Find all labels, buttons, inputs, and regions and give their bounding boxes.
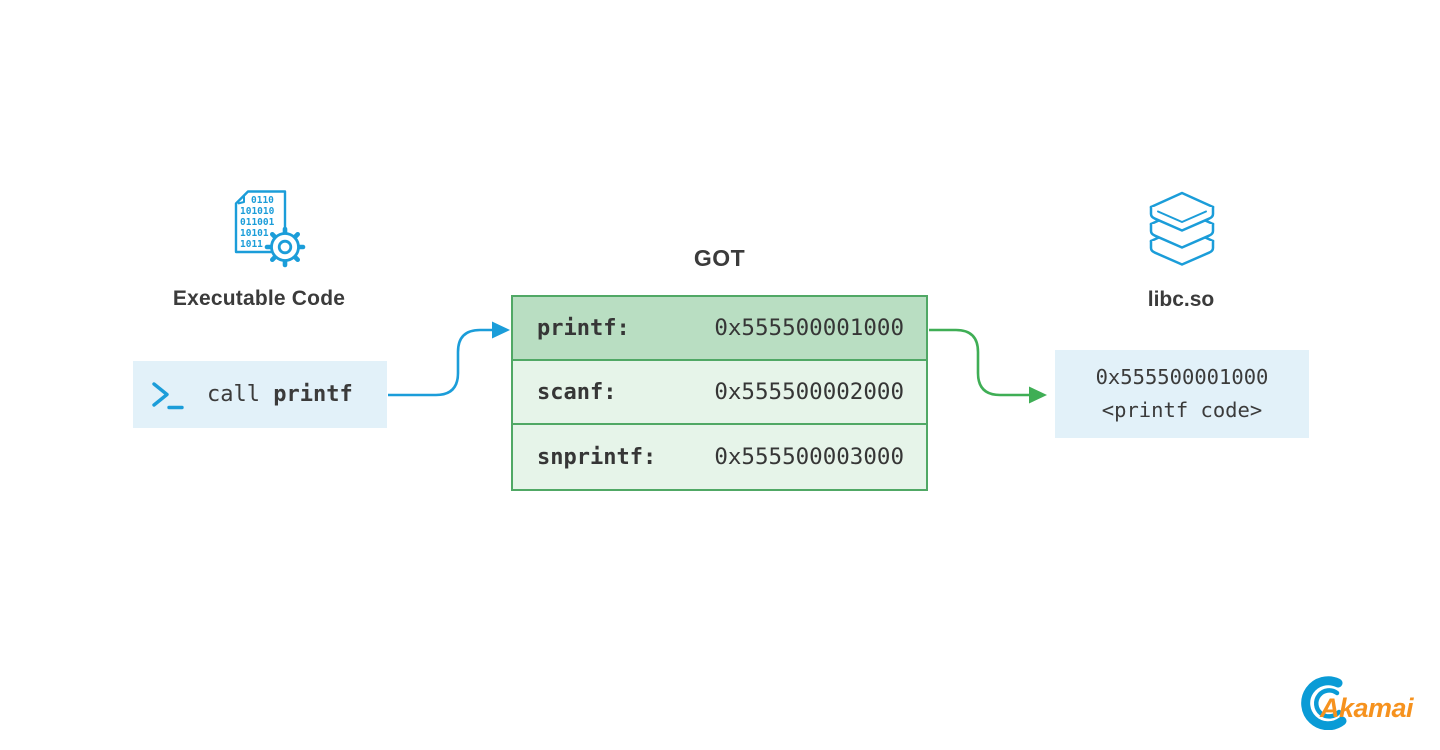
got-entry-address: 0x555500003000 [714,444,904,470]
executable-code-label: Executable Code [172,287,346,310]
binary-line: 1011 [240,239,263,250]
binary-line: 10101 [240,228,269,239]
got-entry-name: scanf: [537,379,617,405]
got-row-scanf: scanf: 0x555500002000 [513,361,926,425]
got-table: printf: 0x555500001000 scanf: 0x55550000… [511,295,928,491]
call-function: printf [273,382,353,407]
got-entry-name: snprintf: [537,444,657,470]
terminal-prompt-icon [152,381,184,409]
binary-document-gear-icon: 0110 101010 011001 10101 1011 [234,190,306,268]
call-to-got-arrow [388,321,510,397]
call-instruction: call printf [207,382,353,407]
printf-code-box: 0x555500001000 <printf code> [1055,350,1309,438]
call-printf-box: call printf [133,361,387,428]
got-to-libc-arrow [929,328,1047,404]
library-books-icon [1149,191,1215,266]
got-title: GOT [693,245,746,271]
libc-label: libc.so [1147,288,1215,311]
printf-code-caption: <printf code> [1101,398,1263,422]
got-row-printf: printf: 0x555500001000 [513,297,926,361]
gear-icon [264,226,306,268]
binary-line: 011001 [240,217,275,228]
got-entry-name: printf: [537,315,630,341]
got-entry-address: 0x555500001000 [714,315,904,341]
printf-code-address: 0x555500001000 [1095,365,1269,389]
binary-line: 101010 [240,206,275,217]
got-entry-address: 0x555500002000 [714,379,904,405]
got-row-snprintf: snprintf: 0x555500003000 [513,425,926,489]
akamai-swoosh-icon [1301,676,1347,730]
binary-line: 0110 [251,195,274,206]
akamai-logo: Akamai [1293,676,1425,732]
akamai-wordmark: Akamai [1320,693,1414,723]
call-keyword: call [207,382,274,407]
